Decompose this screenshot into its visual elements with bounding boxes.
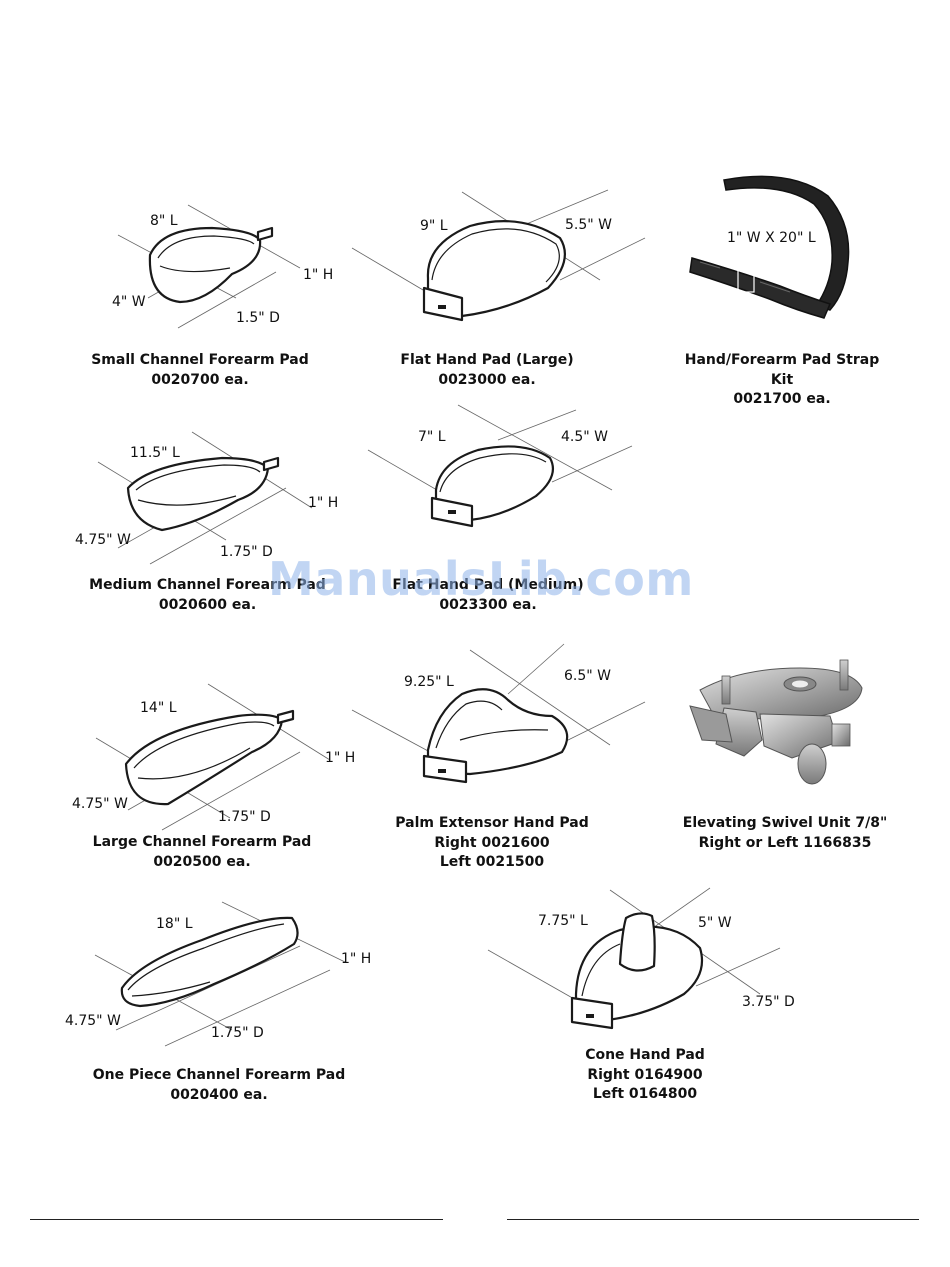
dimension-width: 4.5" W — [561, 429, 608, 445]
dimension-height: 1" H — [325, 750, 356, 766]
dimension-length: 8" L — [150, 213, 178, 229]
one-piece-channel-caption: One Piece Channel Forearm Pad 0020400 ea… — [84, 1066, 354, 1105]
dimension-size: 1" W X 20" L — [727, 230, 816, 246]
part-number: 0023300 ea. — [439, 596, 537, 613]
product-name: Flat Hand Pad (Large) — [400, 352, 574, 368]
dimension-length: 11.5" L — [130, 445, 180, 461]
part-number: 0020700 ea. — [151, 371, 249, 388]
cone-hand-pad-illustration — [487, 887, 781, 1030]
dimension-width: 4.75" W — [65, 1013, 121, 1029]
dimension-height: 1" H — [303, 267, 334, 283]
swivel-unit-illustration — [689, 659, 863, 785]
part-number: 0020400 ea. — [170, 1086, 268, 1103]
dimension-depth: 1.75" D — [220, 544, 273, 560]
dimension-width: 6.5" W — [564, 668, 611, 684]
small-channel-caption: Small Channel Forearm Pad 0020700 ea. — [80, 351, 320, 390]
footer-rule-right — [507, 1219, 919, 1220]
product-name: Flat Hand Pad (Medium) — [392, 577, 584, 593]
part-number: 0023000 ea. — [438, 371, 536, 388]
large-channel-caption: Large Channel Forearm Pad 0020500 ea. — [82, 833, 322, 872]
dimension-height: 1" H — [341, 951, 372, 967]
product-name-line2: Kit — [770, 371, 794, 388]
dimension-width: 4.75" W — [72, 796, 128, 812]
dimension-length: 18" L — [156, 916, 193, 932]
product-name: One Piece Channel Forearm Pad — [92, 1067, 346, 1083]
dimension-width: 4.75" W — [75, 532, 131, 548]
part-number: 0020500 ea. — [153, 853, 251, 870]
large-channel-pad-illustration — [95, 683, 331, 831]
dimension-length: 7" L — [418, 429, 446, 445]
dimension-length: 9" L — [420, 218, 448, 234]
product-name: Large Channel Forearm Pad — [92, 834, 312, 850]
dimension-depth: 3.75" D — [742, 994, 795, 1010]
flat-hand-pad-large-illustration — [351, 189, 646, 322]
cone-hand-pad-caption: Cone Hand Pad Right 0164900 Left 0164800 — [545, 1046, 745, 1105]
part-number: Right or Left 1166835 — [698, 834, 872, 851]
dimension-depth: 1.5" D — [236, 310, 280, 326]
product-name: Cone Hand Pad — [585, 1047, 705, 1063]
palm-extensor-illustration — [351, 643, 646, 784]
flat-hand-pad-medium-caption: Flat Hand Pad (Medium) 0023300 ea. — [368, 576, 608, 615]
footer-rule-left — [30, 1219, 443, 1220]
product-name-line1: Hand/Forearm Pad Strap — [684, 352, 880, 368]
one-piece-channel-illustration — [94, 901, 346, 1047]
swivel-unit-caption: Elevating Swivel Unit 7/8" Right or Left… — [660, 814, 910, 853]
part-number: 0020600 ea. — [158, 596, 257, 613]
product-name: Medium Channel Forearm Pad — [89, 577, 326, 593]
dimension-height: 1" H — [308, 495, 339, 511]
flat-hand-pad-medium-illustration — [367, 404, 633, 528]
dimension-depth: 1.75" D — [211, 1025, 264, 1041]
product-name: Small Channel Forearm Pad — [91, 352, 309, 368]
dimension-width: 5.5" W — [565, 217, 612, 233]
part-number: 0021700 ea. — [733, 391, 831, 407]
dimension-width: 4" W — [112, 294, 146, 310]
dimension-depth: 1.75" D — [218, 809, 271, 825]
left-part-number: Left 0021500 — [439, 854, 545, 870]
left-part-number: Left 0164800 — [592, 1086, 698, 1102]
dimension-length: 14" L — [140, 700, 177, 716]
right-part-number: Right 0021600 — [434, 834, 550, 851]
palm-extensor-caption: Palm Extensor Hand Pad Right 0021600 Lef… — [372, 814, 612, 873]
strap-kit-illustration — [689, 175, 850, 319]
dimension-length: 9.25" L — [404, 674, 454, 690]
product-name: Palm Extensor Hand Pad — [395, 815, 589, 831]
product-name: Elevating Swivel Unit 7/8" — [682, 815, 888, 831]
strap-kit-caption: Hand/Forearm Pad Strap Kit 0021700 ea. — [662, 351, 902, 410]
right-part-number: Right 0164900 — [587, 1066, 703, 1083]
small-channel-pad-illustration — [117, 204, 301, 329]
dimension-length: 7.75" L — [538, 913, 588, 929]
flat-hand-pad-large-caption: Flat Hand Pad (Large) 0023000 ea. — [367, 351, 607, 390]
dimension-width: 5" W — [698, 915, 732, 931]
medium-channel-pad-illustration — [97, 431, 313, 565]
medium-channel-caption: Medium Channel Forearm Pad 0020600 ea. — [80, 576, 335, 615]
